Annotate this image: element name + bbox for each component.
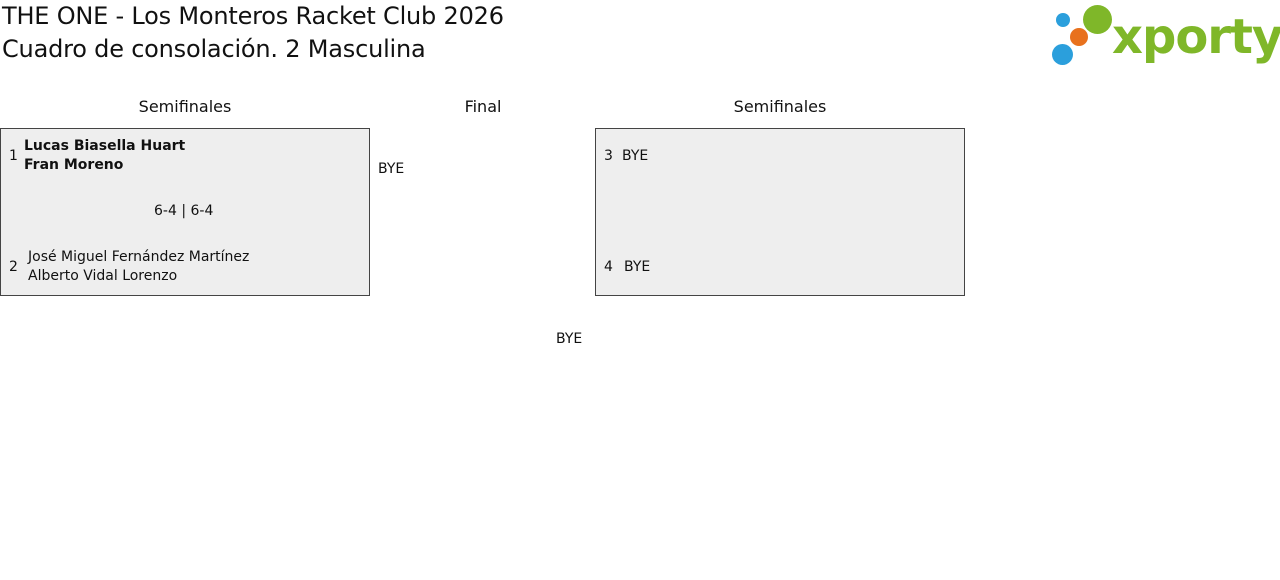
logo-dot-icon xyxy=(1052,44,1073,65)
champion-entry: BYE xyxy=(556,331,583,347)
logo-dot-icon xyxy=(1083,5,1112,34)
match-semifinal-1[interactable]: 1 Lucas Biasella Huart Fran Moreno 6-4 |… xyxy=(0,128,370,296)
seed-number: 2 xyxy=(9,259,18,275)
player-name: BYE xyxy=(624,259,651,275)
player-name: José Miguel Fernández Martínez xyxy=(28,249,250,265)
match-semifinal-2[interactable]: 3 BYE 4 BYE xyxy=(595,128,965,296)
player-name: BYE xyxy=(622,148,649,164)
draw-subtitle: Cuadro de consolación. 2 Masculina xyxy=(2,35,426,63)
seed-number: 3 xyxy=(604,148,613,164)
match-score: 6-4 | 6-4 xyxy=(154,203,214,219)
seed-number: 1 xyxy=(9,148,18,164)
tournament-title: THE ONE - Los Monteros Racket Club 2026 xyxy=(2,2,504,30)
logo-wordmark: xporty xyxy=(1112,9,1280,65)
logo-dot-icon xyxy=(1056,13,1070,27)
player-name: Alberto Vidal Lorenzo xyxy=(28,268,178,284)
seed-number: 4 xyxy=(604,259,613,275)
player-name: Lucas Biasella Huart xyxy=(24,138,186,154)
player-name: Fran Moreno xyxy=(24,157,124,173)
logo-dot-icon xyxy=(1070,28,1088,46)
round-header-final: Final xyxy=(464,97,502,116)
round-header-semifinals-right: Semifinales xyxy=(733,97,827,116)
round-header-semifinals-left: Semifinales xyxy=(138,97,232,116)
final-entry-left: BYE xyxy=(378,161,405,177)
xporty-logo[interactable]: xporty xyxy=(1050,4,1280,66)
